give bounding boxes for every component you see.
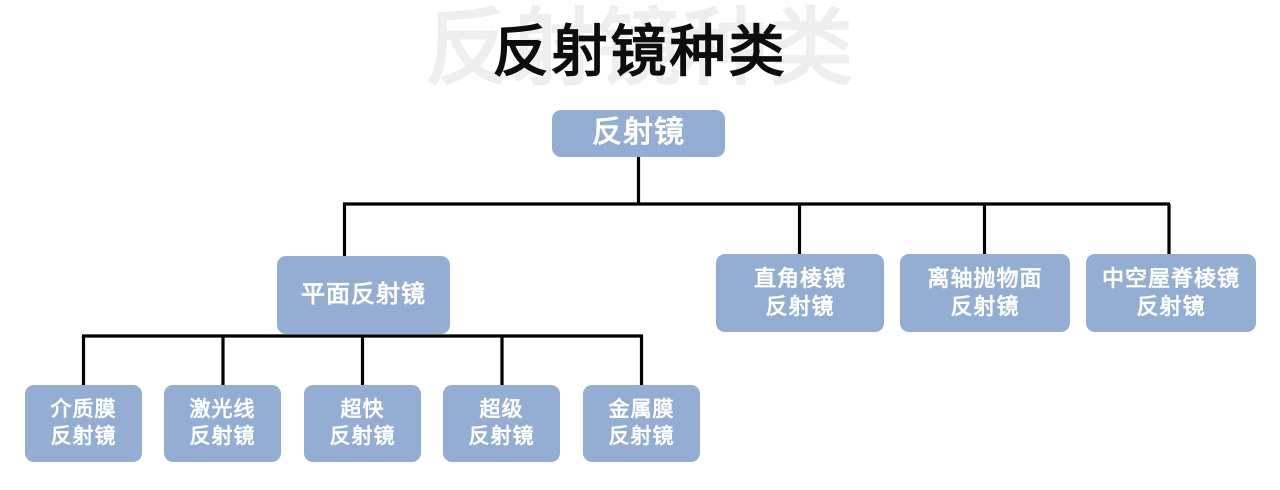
node-superior-mirror[interactable]: 超级 反射镜 xyxy=(443,385,560,462)
node-hollow-roof-prism-mirror[interactable]: 中空屋脊棱镜 反射镜 xyxy=(1086,254,1256,332)
node-off-axis-parabolic-mirror[interactable]: 离轴抛物面 反射镜 xyxy=(900,254,1070,332)
title-watermark: 反射镜种类 xyxy=(424,1,855,95)
node-plane-mirror[interactable]: 平面反射镜 xyxy=(277,256,450,334)
node-ultrafast-mirror[interactable]: 超快 反射镜 xyxy=(304,385,421,462)
node-right-angle-prism-mirror[interactable]: 直角棱镜 反射镜 xyxy=(716,254,884,332)
node-root-mirror[interactable]: 反射镜 xyxy=(552,110,725,157)
node-laser-line-mirror[interactable]: 激光线 反射镜 xyxy=(164,385,281,462)
node-metal-film-mirror[interactable]: 金属膜 反射镜 xyxy=(583,385,700,462)
page-title: 反射镜种类 xyxy=(492,20,788,83)
node-dielectric-film-mirror[interactable]: 介质膜 反射镜 xyxy=(25,385,142,462)
